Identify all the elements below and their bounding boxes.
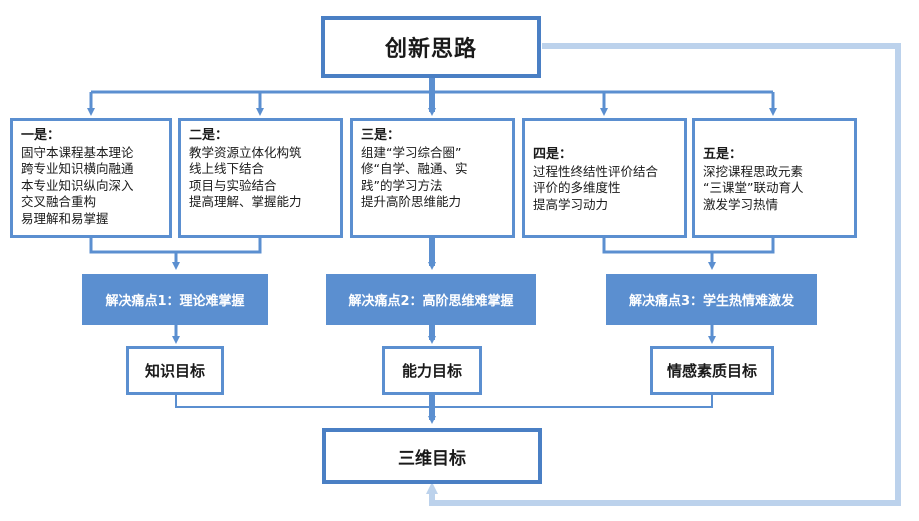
idea-line: 提高理解、掌握能力 — [189, 194, 302, 209]
idea-line: 本专业知识纵向深入 — [21, 177, 134, 193]
idea-box-2: 二是： 教学资源立体化构筑 线上线下结合 项目与实验结合 提高理解、掌握能力 — [178, 118, 343, 238]
goal-label: 知识目标 — [144, 362, 205, 380]
idea-line: 线上线下结合 — [189, 161, 265, 176]
idea-heading: 四是： — [533, 147, 573, 162]
idea-box-5: 五是： 深挖课程思政元素 “三课堂”联动育人 激发学习热情 — [692, 118, 857, 238]
idea-line: 交叉融合重构 — [21, 194, 97, 209]
idea-line: 易理解和易掌握 — [21, 210, 109, 226]
idea-line: 固守本课程基本理论 — [21, 144, 134, 160]
pain-point-bar-3: 解决痛点3：学生热情难激发 — [606, 274, 817, 325]
pain-point-bar-1: 解决痛点1：理论难掌握 — [82, 274, 268, 325]
idea-line: 评价的多维度性 — [533, 180, 621, 195]
top-title-box: 创新思路 — [321, 16, 541, 78]
idea-line: 跨专业知识横向融通 — [21, 161, 134, 176]
goal-label: 情感素质目标 — [666, 362, 757, 380]
idea-line: 提升高阶思维能力 — [361, 194, 462, 209]
idea-line: 提高学习动力 — [533, 196, 609, 212]
goal-box-emotion: 情感素质目标 — [650, 346, 774, 395]
goal-box-knowledge: 知识目标 — [126, 346, 224, 395]
idea-heading: 五是： — [703, 147, 743, 162]
idea-line: 过程性终结性评价结合 — [533, 163, 659, 179]
goal-box-ability: 能力目标 — [382, 346, 482, 395]
pain-point-label: 解决痛点3：学生热情难激发 — [628, 294, 795, 309]
idea-box-1: 一是： 固守本课程基本理论 跨专业知识横向融通 本专业知识纵向深入 交叉融合重构… — [10, 118, 172, 238]
idea-box-4: 四是： 过程性终结性评价结合 评价的多维度性 提高学习动力 — [522, 118, 687, 238]
bottom-title: 三维目标 — [398, 448, 466, 469]
bottom-title-box: 三维目标 — [322, 428, 542, 484]
goal-label: 能力目标 — [401, 362, 462, 380]
pain-point-label: 解决痛点2：高阶思维难掌握 — [348, 294, 514, 309]
feedback-loop-line — [426, 43, 901, 506]
idea-line: 教学资源立体化构筑 — [189, 144, 302, 160]
top-title: 创新思路 — [384, 37, 477, 62]
idea-line: “三课堂”联动育人 — [703, 180, 804, 195]
idea-box-3: 三是： 组建“学习综合圈” 修“自学、融通、实 践”的学习方法 提升高阶思维能力 — [350, 118, 515, 238]
pain-point-label: 解决痛点1：理论难掌握 — [105, 294, 245, 309]
idea-heading: 三是： — [361, 128, 401, 143]
idea-line: 深挖课程思政元素 — [703, 163, 804, 179]
idea-heading: 一是： — [21, 128, 61, 143]
idea-heading: 二是： — [189, 128, 229, 143]
idea-line: 修“自学、融通、实 — [361, 161, 468, 176]
idea-line: 项目与实验结合 — [189, 177, 277, 193]
pain-point-bar-2: 解决痛点2：高阶思维难掌握 — [326, 274, 536, 325]
idea-line: 组建“学习综合圈” — [361, 144, 462, 160]
idea-line: 激发学习热情 — [703, 196, 779, 212]
idea-line: 践”的学习方法 — [361, 177, 443, 193]
